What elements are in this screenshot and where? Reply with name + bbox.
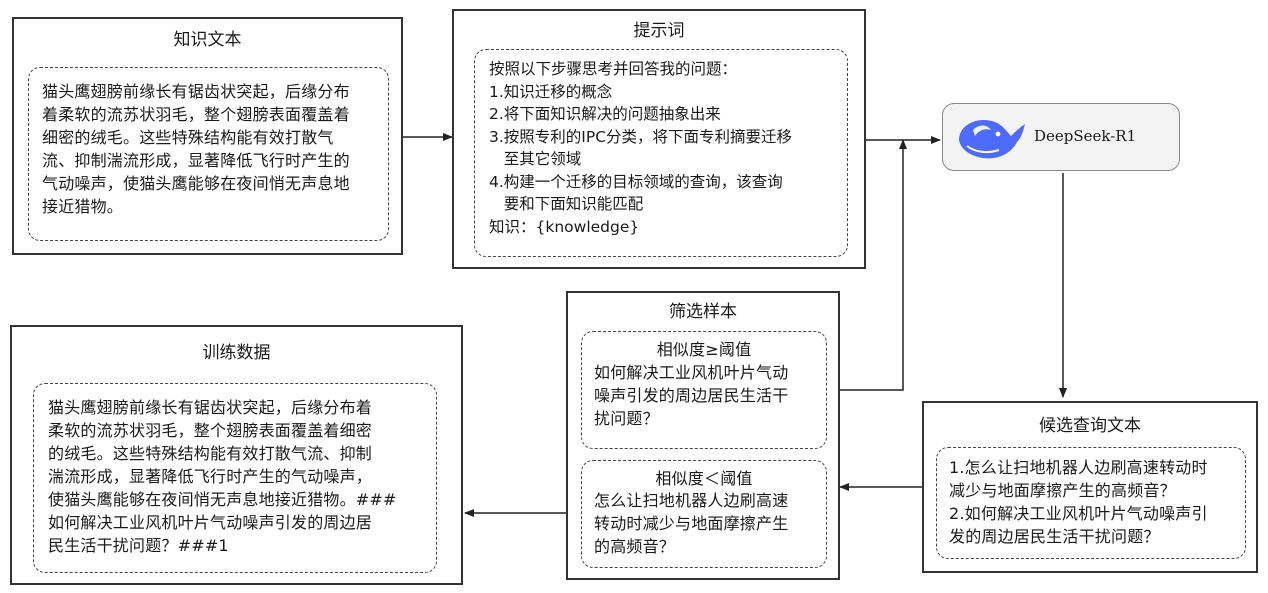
prompt-line: 至其它领域	[489, 150, 582, 168]
filter-samples-box: 筛选样本 相似度≥阈值 如何解决工业风机叶片气动 噪声引发的周边居民生活干 扰问…	[566, 291, 840, 580]
prompt-line: 2.将下面知识解决的问题抽象出来	[489, 105, 721, 123]
model-label: DeepSeek-R1	[1034, 127, 1137, 145]
knowledge-text-box: 知识文本 猫头鹰翅膀前缘长有锯齿状突起，后缘分布 着柔软的流苏状羽毛，整个翅膀表…	[12, 17, 403, 255]
high-similarity-frame: 相似度≥阈值 如何解决工业风机叶片气动 噪声引发的周边居民生活干 扰问题？	[581, 331, 827, 449]
model-node: DeepSeek-R1	[942, 103, 1180, 171]
training-data-title: 训练数据	[202, 343, 271, 363]
candidate-query-frame: 1.怎么让扫地机器人边刷高速转动时 减少与地面摩擦产生的高频音？ 2.如何解决工…	[936, 447, 1246, 559]
prompt-line: 要和下面知识能匹配	[489, 195, 644, 213]
training-data-body: 猫头鹰翅膀前缘长有锯齿状突起，后缘分布着 柔软的流苏状羽毛，整个翅膀表面覆盖着细…	[48, 398, 397, 555]
knowledge-text-body: 猫头鹰翅膀前缘长有锯齿状突起，后缘分布 着柔软的流苏状羽毛，整个翅膀表面覆盖着 …	[42, 82, 350, 216]
candidate-query-title: 候选查询文本	[1039, 416, 1141, 436]
prompt-box: 提示词 按照以下步骤思考并回答我的问题： 1.知识迁移的概念 2.将下面知识解决…	[452, 9, 866, 269]
prompt-title: 提示词	[633, 21, 685, 41]
high-similarity-query: 如何解决工业风机叶片气动 噪声引发的周边居民生活干 扰问题？	[594, 363, 789, 428]
arrow-high-similarity-feedback	[827, 139, 907, 391]
prompt-line: 知识：{knowledge}	[489, 217, 640, 236]
prompt-line: 4.构建一个迁移的目标领域的查询，该查询	[489, 172, 783, 191]
prompt-lines: 按照以下步骤思考并回答我的问题： 1.知识迁移的概念 2.将下面知识解决的问题抽…	[489, 58, 792, 238]
low-similarity-query: 怎么让扫地机器人边刷高速 转动时减少与地面摩擦产生 的高频音？	[594, 491, 789, 556]
prompt-line: 3.按照专利的IPC分类，将下面专利摘要迁移	[489, 127, 793, 146]
prompt-line: 1.知识迁移的概念	[489, 82, 613, 101]
training-data-box: 训练数据 猫头鹰翅膀前缘长有锯齿状突起，后缘分布着 柔软的流苏状羽毛，整个翅膀表…	[10, 325, 463, 585]
prompt-content-frame: 按照以下步骤思考并回答我的问题： 1.知识迁移的概念 2.将下面知识解决的问题抽…	[474, 49, 848, 257]
knowledge-text-content-frame: 猫头鹰翅膀前缘长有锯齿状突起，后缘分布 着柔软的流苏状羽毛，整个翅膀表面覆盖着 …	[28, 67, 389, 241]
candidate-query-box: 候选查询文本 1.怎么让扫地机器人边刷高速转动时 减少与地面摩擦产生的高频音？ …	[922, 401, 1258, 573]
candidate-query-body: 1.怎么让扫地机器人边刷高速转动时 减少与地面摩擦产生的高频音？ 2.如何解决工…	[949, 458, 1208, 546]
training-data-frame: 猫头鹰翅膀前缘长有锯齿状突起，后缘分布着 柔软的流苏状羽毛，整个翅膀表面覆盖着细…	[33, 383, 437, 573]
high-similarity-condition: 相似度≥阈值	[656, 340, 752, 359]
low-similarity-condition: 相似度＜阈值	[655, 469, 753, 488]
filter-samples-title: 筛选样本	[669, 302, 737, 322]
low-similarity-frame: 相似度＜阈值 怎么让扫地机器人边刷高速 转动时减少与地面摩擦产生 的高频音？	[581, 460, 827, 568]
prompt-line: 按照以下步骤思考并回答我的问题：	[489, 60, 738, 78]
knowledge-text-title: 知识文本	[173, 30, 242, 50]
whale-logo-icon	[959, 120, 1025, 159]
